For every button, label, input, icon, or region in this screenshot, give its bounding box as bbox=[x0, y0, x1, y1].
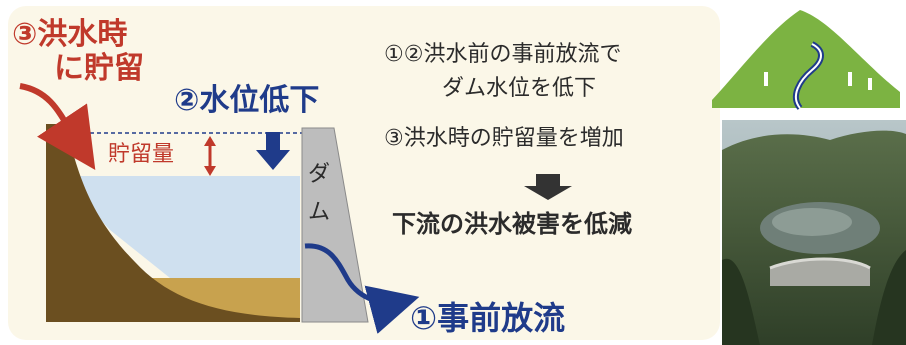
inflow-arrow bbox=[19, 83, 96, 170]
explanation-line-2: ダム水位を低下 bbox=[442, 76, 597, 101]
sediment bbox=[130, 278, 300, 322]
level-lowering-arrow bbox=[256, 132, 290, 170]
result-arrow bbox=[524, 174, 572, 200]
mountain-river-icon bbox=[712, 10, 900, 110]
explanation-line-3: ③洪水時の貯留量を増加 bbox=[384, 126, 624, 151]
storage-during-flood-label-1: ③洪水時 bbox=[12, 17, 128, 52]
storage-during-flood-label-2: に貯留 bbox=[54, 51, 144, 86]
reservoir-water bbox=[60, 176, 300, 278]
dam-label-2: ム bbox=[308, 200, 331, 225]
explanation-line-1: ①②洪水前の事前放流で bbox=[384, 42, 622, 67]
result-label: 下流の洪水被害を低減 bbox=[392, 210, 632, 238]
release-arrow bbox=[304, 243, 420, 334]
dam-reservoir-photo bbox=[722, 120, 906, 345]
water-level-lowering-label: ②水位低下 bbox=[174, 83, 320, 118]
storage-amount-label: 貯留量 bbox=[108, 142, 175, 167]
left-bank bbox=[46, 124, 300, 322]
storage-double-arrow bbox=[204, 136, 216, 176]
dam-label-1: ダ bbox=[308, 162, 331, 187]
pre-release-label: ①事前放流 bbox=[410, 299, 566, 337]
